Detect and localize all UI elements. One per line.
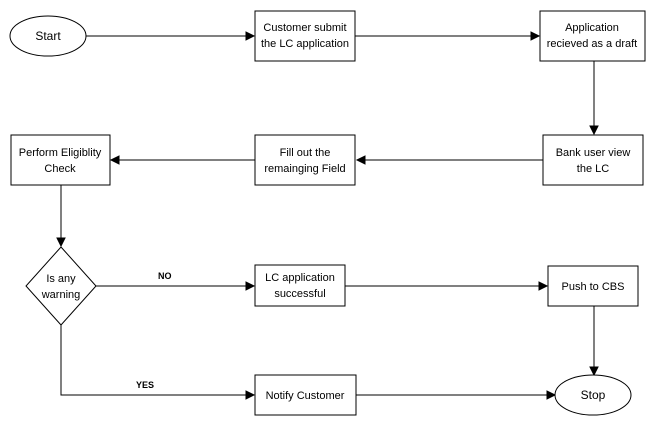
arrowhead xyxy=(245,390,256,400)
arrowhead xyxy=(56,237,66,248)
draft-box xyxy=(539,10,646,62)
draft-label-line1: Application xyxy=(565,22,619,34)
warning-label-line1: Is any xyxy=(46,273,76,285)
edge-label-yes: YES xyxy=(136,380,154,390)
arrowhead xyxy=(546,390,557,400)
node-draft: Application recieved as a draft xyxy=(539,10,646,62)
stop-label: Stop xyxy=(581,388,606,402)
arrowhead xyxy=(109,155,120,165)
arrowhead xyxy=(355,155,366,165)
success-label-line2: successful xyxy=(274,288,325,300)
edge-label-no: NO xyxy=(158,271,172,281)
submit-box xyxy=(254,10,356,62)
node-warning: Is any warning xyxy=(25,246,97,326)
start-terminal-shape xyxy=(9,15,87,57)
arrowhead xyxy=(245,31,256,41)
draft-label-line2: recieved as a draft xyxy=(547,38,638,50)
node-submit: Customer submit the LC application xyxy=(254,10,356,62)
notify-box xyxy=(254,374,357,416)
bank-view-label-line2: the LC xyxy=(577,163,609,175)
arrowhead xyxy=(589,125,599,136)
node-eligibility: Perform Eligiblity Check xyxy=(10,134,111,186)
stop-terminal-shape xyxy=(554,374,632,416)
eligibility-label-line1: Perform Eligiblity xyxy=(19,147,102,159)
node-notify: Notify Customer xyxy=(254,374,357,416)
node-bank-view: Bank user view the LC xyxy=(542,134,644,186)
bank-view-label-line1: Bank user view xyxy=(556,147,631,159)
arrowhead xyxy=(245,281,256,291)
arrowhead xyxy=(589,366,599,377)
edge-warning-yes-to-notify xyxy=(60,325,247,396)
notify-label: Notify Customer xyxy=(266,390,345,402)
success-label-line1: LC application xyxy=(265,272,335,284)
arrowhead xyxy=(538,281,549,291)
warning-decision-shape xyxy=(25,246,97,326)
eligibility-box xyxy=(10,134,111,186)
edges xyxy=(56,31,599,400)
submit-label-line1: Customer submit xyxy=(263,22,346,34)
node-push-cbs: Push to CBS xyxy=(547,265,639,307)
fill-field-box xyxy=(254,134,356,186)
fill-field-label-line1: Fill out the xyxy=(280,147,331,159)
node-fill-field: Fill out the remainging Field xyxy=(254,134,356,186)
arrowhead xyxy=(530,31,541,41)
start-label: Start xyxy=(35,29,61,43)
node-start: Start xyxy=(9,15,87,57)
success-box xyxy=(254,264,346,307)
bank-view-box xyxy=(542,134,644,186)
submit-label-line2: the LC application xyxy=(261,38,349,50)
eligibility-label-line2: Check xyxy=(44,163,76,175)
node-success: LC application successful xyxy=(254,264,346,307)
push-cbs-label: Push to CBS xyxy=(562,281,625,293)
fill-field-label-line2: remainging Field xyxy=(264,163,345,175)
push-cbs-box xyxy=(547,265,639,307)
warning-label-line2: warning xyxy=(41,289,81,301)
node-stop: Stop xyxy=(554,374,632,416)
